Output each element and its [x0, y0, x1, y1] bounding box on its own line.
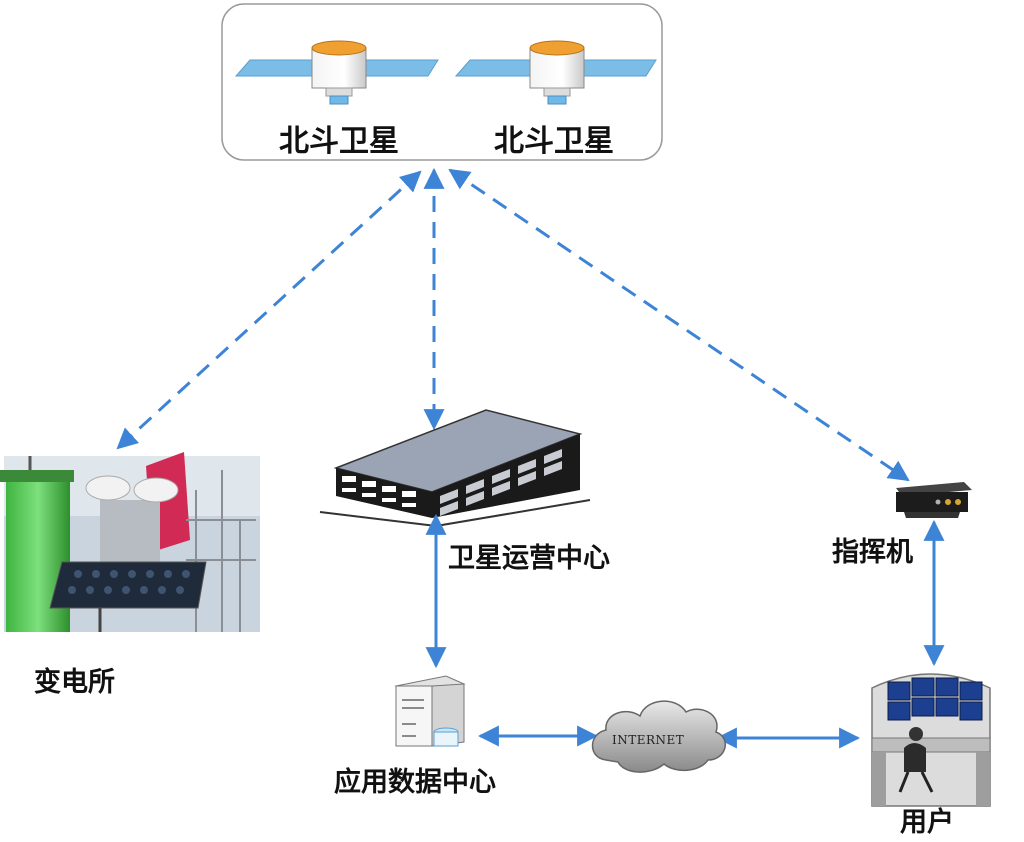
data-center-server-icon: [394, 675, 466, 747]
internet-cloud-icon: INTERNET: [591, 700, 726, 773]
data-center-label: 应用数据中心: [334, 767, 496, 798]
link-satellite-command-unit: [448, 168, 910, 482]
command-unit-label: 指挥机: [832, 537, 913, 568]
substation-photo: [0, 452, 260, 632]
operation-center-building-icon: [319, 409, 591, 527]
internet-label: INTERNET: [612, 733, 684, 747]
command-unit-device-icon: [896, 482, 972, 518]
user-label: 用户: [900, 807, 954, 838]
satellite-label-1: 北斗卫星: [279, 124, 399, 159]
user-control-room-icon: [871, 673, 991, 807]
beidou-satellite-icon: [454, 40, 657, 105]
beidou-satellite-icon: [234, 40, 439, 105]
link-satellite-substation: [116, 170, 422, 450]
substation-label: 变电所: [34, 667, 115, 698]
satellite-label-2: 北斗卫星: [494, 124, 614, 159]
operation-center-label: 卫星运营中心: [448, 543, 610, 574]
